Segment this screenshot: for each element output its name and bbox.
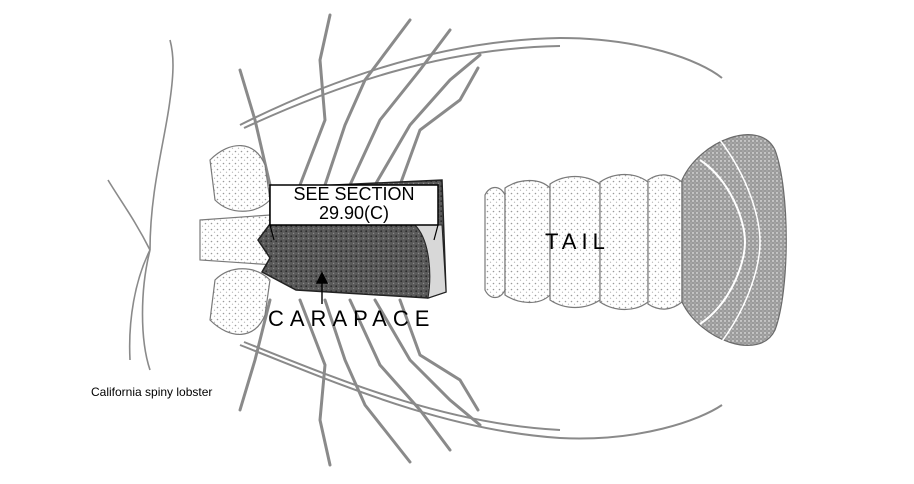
legs-bottom bbox=[238, 298, 482, 467]
head bbox=[199, 145, 276, 335]
legs-top bbox=[238, 13, 482, 187]
figure-caption: California spiny lobster bbox=[91, 385, 213, 399]
carapace-arrow bbox=[315, 271, 329, 304]
section-note-box bbox=[269, 184, 439, 226]
carapace-label: CARAPACE bbox=[268, 306, 436, 331]
tail-fan bbox=[681, 134, 787, 347]
antenna-bottom bbox=[239, 341, 723, 440]
tail-label: TAIL bbox=[545, 229, 610, 254]
antenna-top bbox=[239, 36, 723, 129]
tail-segments bbox=[484, 173, 683, 311]
section-note-label: SEE SECTION 29.90(C) bbox=[270, 185, 438, 223]
antennae bbox=[107, 39, 174, 371]
section-note-line1: SEE SECTION bbox=[293, 184, 415, 204]
section-note-line2: 29.90(C) bbox=[318, 203, 390, 223]
